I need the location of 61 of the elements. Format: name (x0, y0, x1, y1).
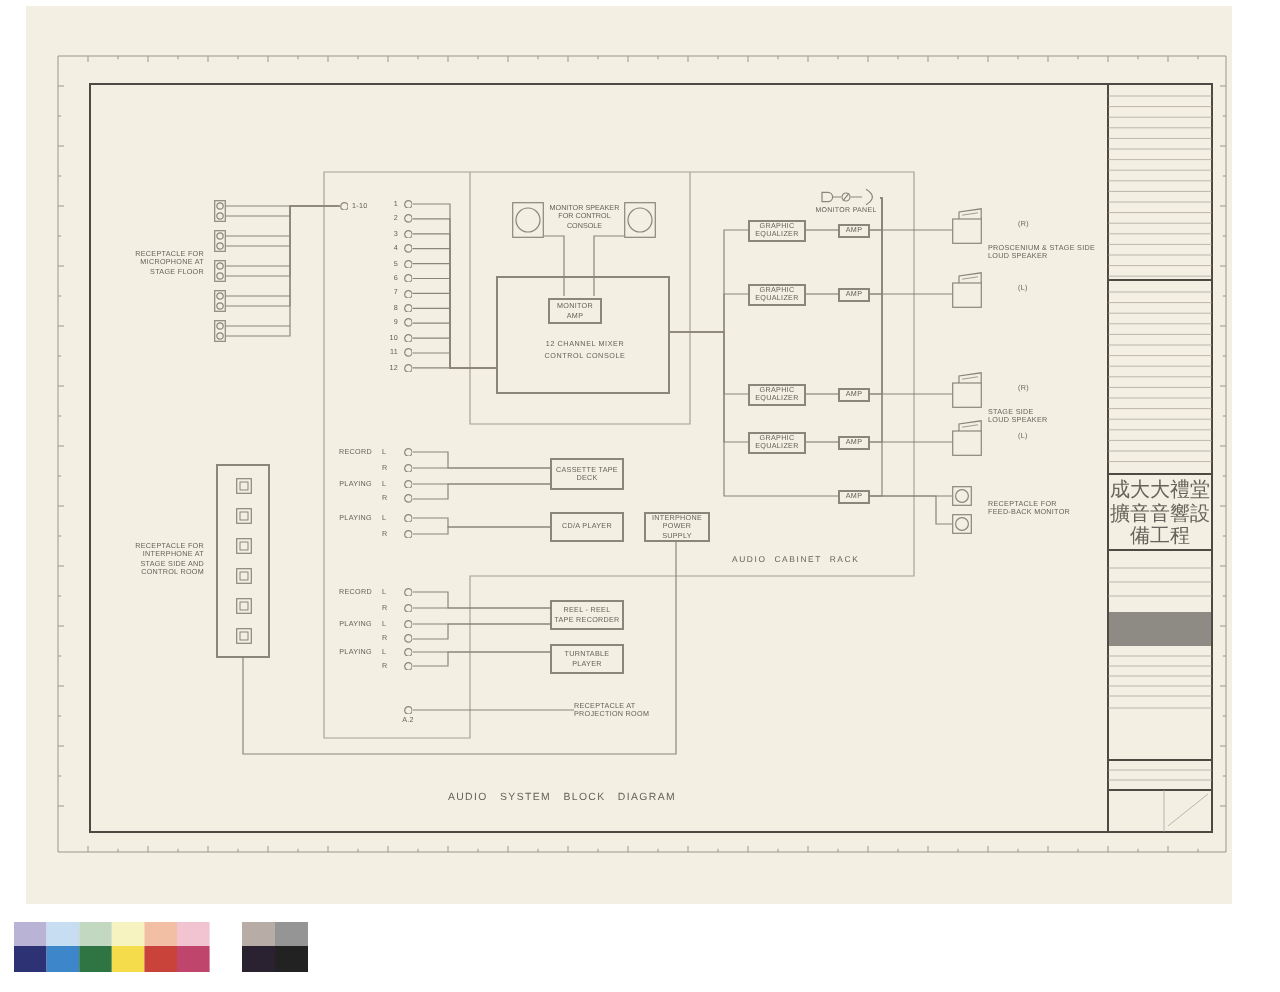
mic-receptacle (214, 290, 226, 312)
jack-symbol (403, 463, 413, 473)
signal-wire (225, 205, 341, 337)
signal-wire (869, 197, 883, 497)
jack-symbol (403, 513, 413, 523)
jack-symbol (403, 603, 413, 613)
jack-symbol (339, 201, 349, 211)
signal-wire (411, 651, 551, 667)
signal-wire (411, 607, 551, 609)
signal-wire (411, 367, 497, 369)
jack-symbol (403, 447, 413, 457)
signal-wire (411, 623, 551, 640)
jack-symbol (403, 647, 413, 657)
jack-symbol (403, 619, 413, 629)
loudspeaker (952, 271, 982, 307)
signal-wire (543, 235, 565, 297)
jack-symbol (403, 318, 413, 328)
jack-symbol (403, 494, 413, 504)
signal-wire (411, 483, 551, 500)
loudspeaker (952, 371, 982, 407)
jack-symbol (403, 199, 413, 209)
jack-symbol (403, 229, 413, 239)
jack-symbol (403, 259, 413, 268)
mic-receptacle (214, 200, 226, 222)
jack-symbol (403, 705, 413, 715)
signal-wire (805, 393, 839, 395)
interphone-panel (216, 464, 270, 658)
loudspeaker (952, 419, 982, 455)
mic-receptacle (214, 260, 226, 282)
feedback-receptacle (952, 486, 972, 506)
monitor-speaker (624, 202, 656, 238)
jack-symbol (403, 333, 413, 343)
signal-wire (805, 293, 839, 295)
feedback-receptacle (952, 514, 972, 534)
monitor-speaker (512, 202, 544, 238)
mic-receptacle (214, 320, 226, 342)
mixer-console (496, 276, 670, 394)
loudspeaker (952, 207, 982, 243)
jack-symbol (403, 529, 413, 539)
signal-wire (242, 541, 677, 755)
jack-symbol (403, 274, 413, 283)
project-title: 成大大禮堂 (1110, 480, 1210, 502)
mic-receptacle (214, 230, 226, 252)
signal-wire (411, 526, 551, 535)
jack-symbol (403, 479, 413, 489)
signal-wire (805, 441, 839, 443)
jack-symbol (403, 634, 413, 644)
jack-symbol (403, 587, 413, 597)
jack-symbol (403, 661, 413, 671)
signal-wire (805, 229, 839, 231)
jack-symbol (403, 348, 413, 358)
jack-symbol (403, 244, 413, 254)
signal-wire (411, 467, 551, 469)
jack-symbol (403, 303, 413, 313)
jack-symbol (403, 363, 413, 373)
signal-wire (593, 235, 625, 297)
project-title: 擴音音響設備工程 (1110, 503, 1210, 547)
signal-wire (669, 331, 839, 497)
signal-wire (411, 709, 575, 711)
jack-symbol (403, 214, 413, 224)
jack-symbol (403, 289, 413, 298)
